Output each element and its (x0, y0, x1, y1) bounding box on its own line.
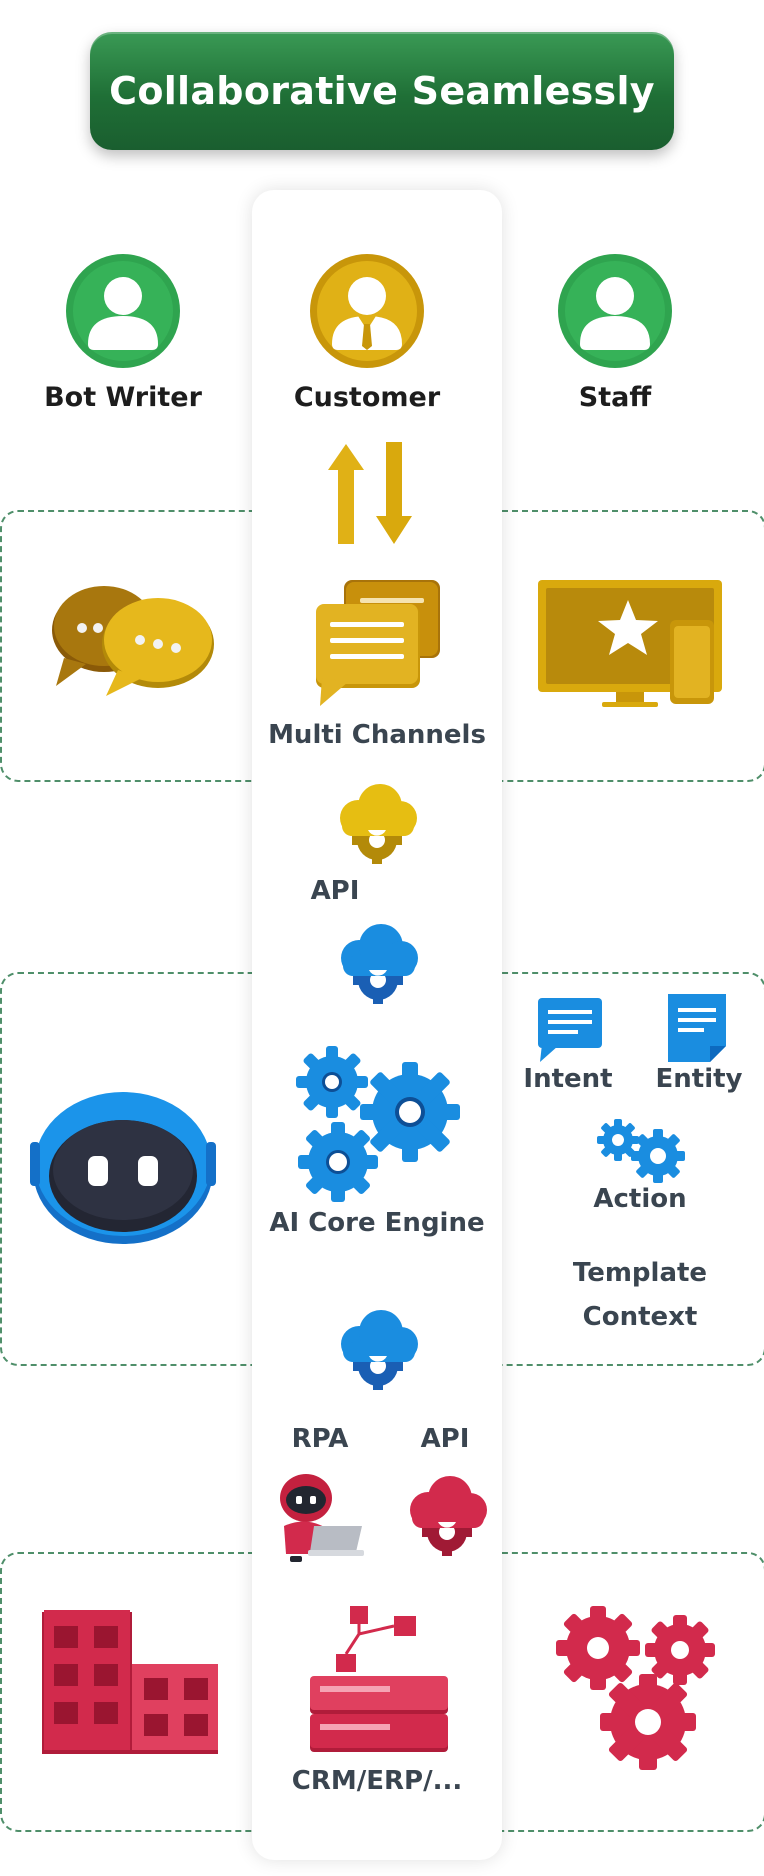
crm-erp-label: CRM/ERP/... (291, 1766, 463, 1796)
red-gears-icon (556, 1604, 726, 1774)
up-down-arrows-icon (328, 440, 414, 546)
bot-writer-label: Bot Writer (44, 382, 202, 413)
api-cloud-gear-red-icon (402, 1470, 492, 1558)
buildings-icon (40, 1608, 220, 1756)
ai-core-engine-gears-icon (294, 1046, 464, 1206)
ai-core-engine-label: AI Core Engine (269, 1208, 485, 1238)
title-banner: Collaborative Seamlessly (90, 32, 674, 150)
entity-icon (666, 992, 728, 1064)
cloud-gear-blue-bottom-icon (334, 1306, 422, 1392)
api-cloud-gear-gold-icon (332, 778, 422, 866)
action-label: Action (593, 1184, 687, 1214)
bot-writer-avatar-icon (64, 252, 182, 370)
template-label: Template (572, 1258, 708, 1288)
intent-label: Intent (523, 1064, 613, 1094)
staff-avatar-icon (556, 252, 674, 370)
api-bottom-label: API (420, 1424, 470, 1454)
chat-bubbles-icon (46, 578, 216, 698)
rpa-label: RPA (291, 1424, 349, 1454)
cloud-gear-blue-icon (334, 920, 422, 1006)
context-label: Context (582, 1302, 698, 1332)
center-column (252, 190, 502, 1860)
staff-label: Staff (578, 382, 652, 413)
customer-avatar-icon (308, 252, 426, 370)
multi-channels-label: Multi Channels (268, 720, 486, 750)
multi-channels-icon (314, 578, 444, 708)
rpa-robot-icon (274, 1470, 366, 1562)
intent-icon (536, 996, 604, 1064)
robot-head-icon (30, 1084, 216, 1244)
title-text: Collaborative Seamlessly (109, 69, 655, 113)
entity-label: Entity (655, 1064, 743, 1094)
monitor-star-icon (536, 578, 726, 708)
api-top-label: API (310, 876, 360, 906)
crm-erp-servers-icon (306, 1604, 456, 1754)
action-gears-icon (596, 1118, 686, 1184)
customer-label: Customer (293, 382, 441, 413)
